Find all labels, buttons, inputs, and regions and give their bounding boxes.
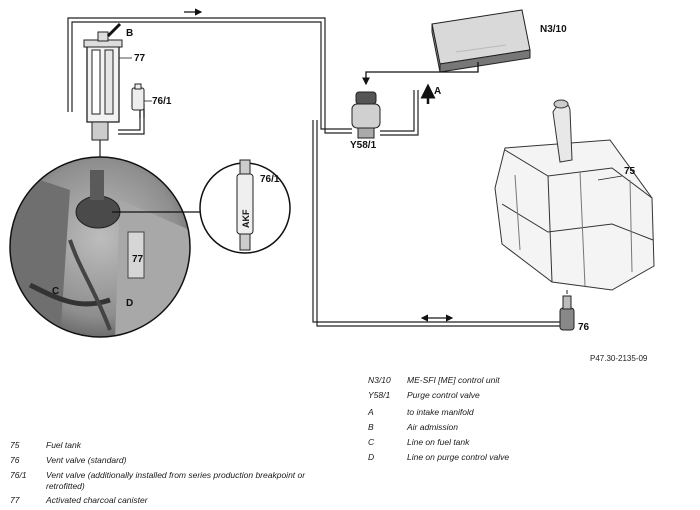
legend-text: Line on purge control valve — [407, 452, 510, 462]
purge-control-valve-y58-1 — [351, 91, 381, 139]
legend-right: N3/10 ME-SFI [ME] control unit Y58/1 Purge… — [368, 375, 688, 467]
legend-item: D Line on purge control valve — [368, 452, 688, 463]
legend-code: C — [368, 437, 375, 447]
legend-text: Vent valve (additionally installed from … — [46, 470, 306, 491]
label-d: D — [126, 298, 133, 309]
legend-text: ME-SFI [ME] control unit — [407, 375, 500, 385]
legend-code: 75 — [10, 440, 20, 450]
charcoal-canister — [83, 22, 123, 141]
legend-text: Line on fuel tank — [407, 437, 470, 447]
flow-arrows — [184, 8, 454, 322]
legend-code: Y58/1 — [368, 390, 391, 400]
label-77-photo: 77 — [132, 254, 144, 265]
legend-code: 77 — [10, 495, 20, 506]
legend-code: 76/1 — [10, 470, 27, 480]
vent-lines — [67, 17, 562, 327]
evap-system-diagram: 77 B 76/1 N3/10 Y58/1 A 75 — [9, 8, 655, 338]
label-76-1-detail: 76/1 — [260, 174, 280, 185]
legend-text: Air admission — [407, 422, 459, 432]
legend-item: 76 Vent valve (standard) — [10, 455, 330, 466]
label-75: 75 — [624, 166, 636, 177]
label-76-1-top: 76/1 — [152, 96, 172, 107]
legend-text: Purge control valve — [407, 390, 480, 400]
label-b: B — [126, 28, 133, 39]
legend-code: D — [368, 452, 375, 462]
legend-code: N3/10 — [368, 375, 391, 385]
legend-item: 75 Fuel tank — [10, 440, 330, 451]
legend-item: C Line on fuel tank — [368, 437, 688, 448]
label-a: A — [434, 86, 441, 97]
label-n3-10: N3/10 — [540, 24, 567, 35]
label-y58-1: Y58/1 — [350, 140, 377, 151]
reference-code: P47.30-2135-09 — [590, 354, 648, 363]
control-signal-line — [362, 62, 479, 86]
legend-text: Fuel tank — [46, 440, 81, 450]
label-c: C — [52, 286, 59, 297]
legend-item: N3/10 ME-SFI [ME] control unit — [368, 375, 688, 386]
legend-text: Activated charcoal canister — [46, 495, 148, 506]
legend-item: Y58/1 Purge control valve — [368, 390, 688, 401]
label-akf: AKF — [241, 209, 251, 228]
detail-inset-76-1 — [199, 159, 291, 254]
legend-item: 76/1 Vent valve (additionally installed f… — [10, 470, 330, 491]
vent-valve-76 — [559, 290, 575, 331]
legend-code: A — [368, 407, 374, 417]
label-76: 76 — [578, 322, 590, 333]
control-unit-n3-10 — [431, 9, 531, 73]
legend-text: to intake manifold — [407, 407, 474, 417]
legend-item: 77 Activated charcoal canister — [10, 495, 330, 506]
legend-left: 75 Fuel tank 76 Vent valve (standard) 76/1… — [10, 440, 330, 510]
label-77-top: 77 — [134, 53, 146, 64]
vent-valve-76-1-top — [131, 83, 145, 111]
legend-code: 76 — [10, 455, 20, 465]
legend-code: B — [368, 422, 374, 432]
fuel-tank — [494, 99, 655, 291]
photo-inset — [9, 156, 191, 338]
legend-text: Vent valve (standard) — [46, 455, 127, 465]
legend-item: B Air admission — [368, 422, 688, 433]
